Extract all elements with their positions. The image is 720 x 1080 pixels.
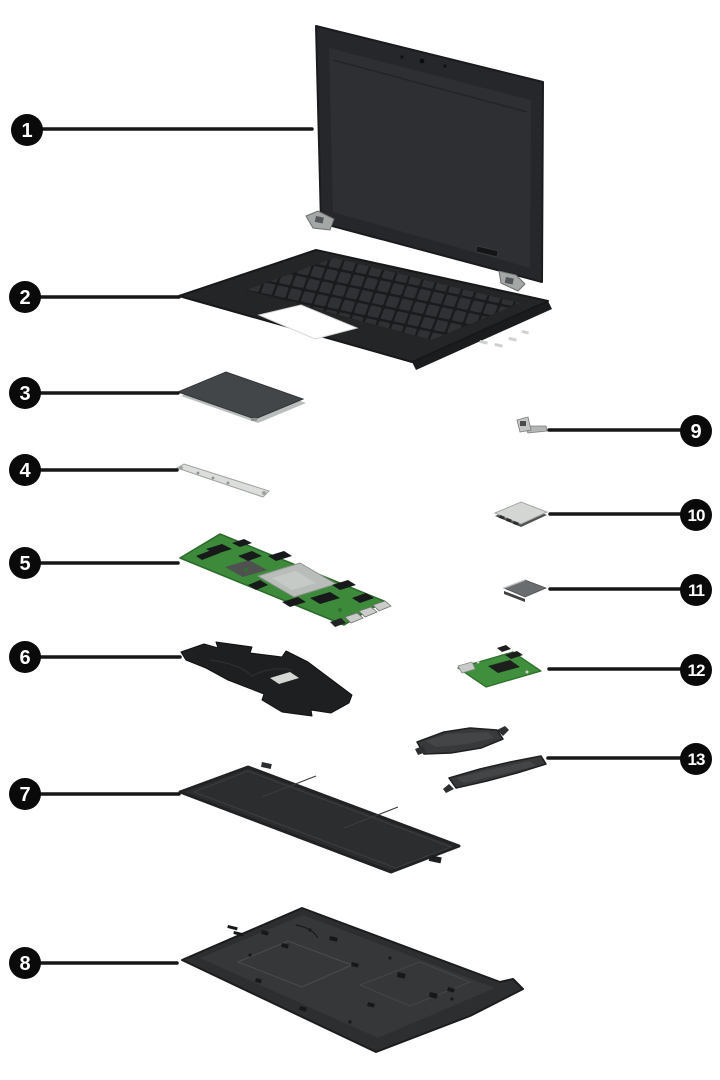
callout-2-top-cover-keyboard: 2: [9, 281, 181, 313]
part-touchpad: [176, 371, 306, 423]
callout-5-system-board: 5: [9, 547, 180, 579]
part-solid-state-drive: [493, 501, 549, 527]
callout-1-display-assembly: 1: [11, 114, 314, 146]
board-ports: [330, 600, 392, 627]
battery-seam: [192, 770, 453, 869]
thermal-pad: [270, 672, 299, 684]
callout-circle: [680, 743, 712, 775]
touchpad-cutout: [257, 304, 359, 340]
callout-number: 1: [21, 120, 32, 142]
callout-4-touchpad-bracket: 4: [9, 454, 179, 486]
callout-number: 10: [688, 506, 705, 525]
part-bottom-cover: [181, 907, 524, 1053]
part-speakers: [415, 726, 547, 793]
callout-circle: [9, 377, 41, 409]
callout-circle: [9, 778, 41, 810]
part-touchpad-bracket: [175, 463, 270, 498]
callout-6-heat-shield: 6: [9, 641, 182, 673]
display-hinge-left: [305, 210, 335, 231]
callout-number: 4: [19, 460, 31, 482]
callout-3-touchpad: 3: [9, 377, 180, 409]
part-wlan-module: [502, 579, 548, 602]
callout-number: 7: [19, 784, 30, 806]
callout-10-solid-state-drive: 10: [548, 499, 712, 531]
part-system-board: [179, 533, 392, 627]
callout-number: 11: [688, 581, 705, 600]
part-display-assembly: [305, 25, 544, 292]
callout-circle: [680, 574, 712, 606]
callout-circle: [9, 641, 41, 673]
display-screen-panel: [329, 48, 531, 268]
speaker-left: [415, 726, 509, 755]
battery-connector: [428, 854, 442, 864]
board-components: [196, 539, 374, 607]
callout-number: 3: [19, 383, 30, 405]
part-metal-bracket: [516, 416, 548, 434]
callout-circle: [9, 454, 41, 486]
callout-number: 6: [19, 647, 30, 669]
callout-8-bottom-cover: 8: [9, 947, 179, 979]
callout-11-wlan-module: 11: [548, 574, 712, 606]
callout-number: 2: [19, 287, 30, 309]
cover-details: [227, 925, 455, 1012]
bracket-strip: [175, 463, 270, 498]
io-connector: [457, 661, 476, 674]
callout-circle: [9, 947, 41, 979]
cover-tray: [200, 915, 495, 1038]
touchpad-surface: [176, 371, 305, 420]
callout-number: 9: [690, 421, 701, 443]
callout-9-metal-bracket: 9: [547, 415, 712, 447]
display-hinge-right: [498, 270, 526, 292]
callout-number: 8: [19, 953, 30, 975]
callout-number: 5: [19, 553, 30, 575]
callout-circle: [680, 654, 712, 686]
shield-plate: [180, 641, 353, 717]
part-battery: [178, 762, 461, 874]
callout-circle: [9, 547, 41, 579]
callout-circle: [11, 114, 43, 146]
callout-12-io-board: 12: [547, 654, 712, 686]
part-top-cover-keyboard: [178, 249, 552, 370]
side-ports: [479, 330, 529, 348]
part-io-board: [457, 645, 542, 688]
microphone-dot: [400, 55, 404, 59]
webcam-dot: [419, 58, 425, 64]
callout-number: 13: [688, 750, 705, 769]
callout-circle: [9, 281, 41, 313]
part-heat-shield: [180, 641, 353, 717]
io-board-components: [488, 645, 523, 673]
callout-7-battery: 7: [9, 778, 181, 810]
ssd-top: [493, 501, 549, 525]
display-cable-slot: [475, 245, 499, 258]
battery-body: [178, 765, 461, 874]
ssd-chips: [498, 515, 519, 526]
callout-number: 12: [688, 661, 705, 680]
callout-circle: [680, 499, 712, 531]
speaker-right: [443, 755, 547, 793]
callout-circle: [680, 415, 712, 447]
keyboard-keys: [246, 258, 520, 340]
callout-13-speakers: 13: [546, 743, 712, 775]
